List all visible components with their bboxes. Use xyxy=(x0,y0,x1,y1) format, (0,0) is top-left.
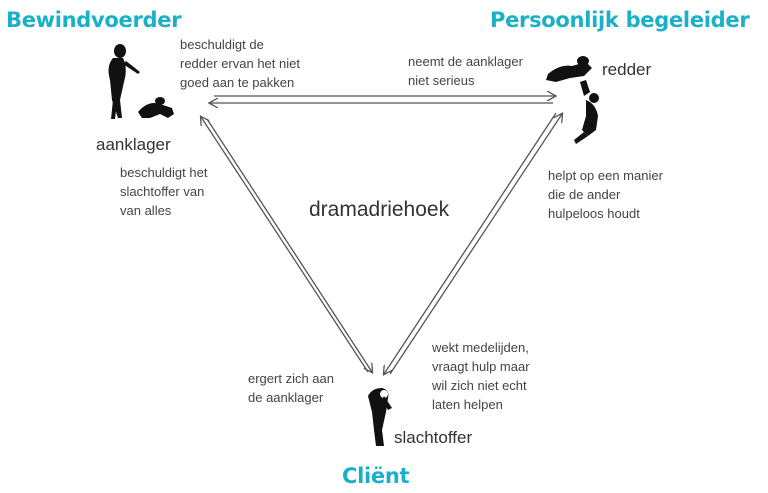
left-arrow xyxy=(201,117,372,372)
top-arrow xyxy=(210,96,555,103)
role-aanklager: aanklager xyxy=(96,135,171,154)
aanklager-figures-icon xyxy=(108,44,174,119)
slachtoffer-figure-icon xyxy=(368,388,392,446)
note-top-left: beschuldigt de redder ervan het niet goe… xyxy=(180,37,300,90)
role-redder: redder xyxy=(602,60,652,79)
role-slachtoffer: slachtoffer xyxy=(394,428,473,447)
note-bottom-right: wekt medelijden, vraagt hulp maar wil zi… xyxy=(432,340,530,412)
redder-figures-icon xyxy=(546,56,599,144)
header-bewindvoerder: Bewindvoerder xyxy=(6,8,182,32)
note-bottom-left: ergert zich aan de aanklager xyxy=(248,371,334,405)
center-title: dramadriehoek xyxy=(309,198,450,221)
note-top-right: neemt de aanklager niet serieus xyxy=(408,54,523,88)
header-client: Cliënt xyxy=(342,464,410,488)
note-left: beschuldigt het slachtoffer van van alle… xyxy=(120,165,208,218)
right-arrow xyxy=(384,113,562,374)
header-persoonlijk-begeleider: Persoonlijk begeleider xyxy=(490,8,750,32)
note-right: helpt op een manier die de ander hulpelo… xyxy=(548,168,663,221)
